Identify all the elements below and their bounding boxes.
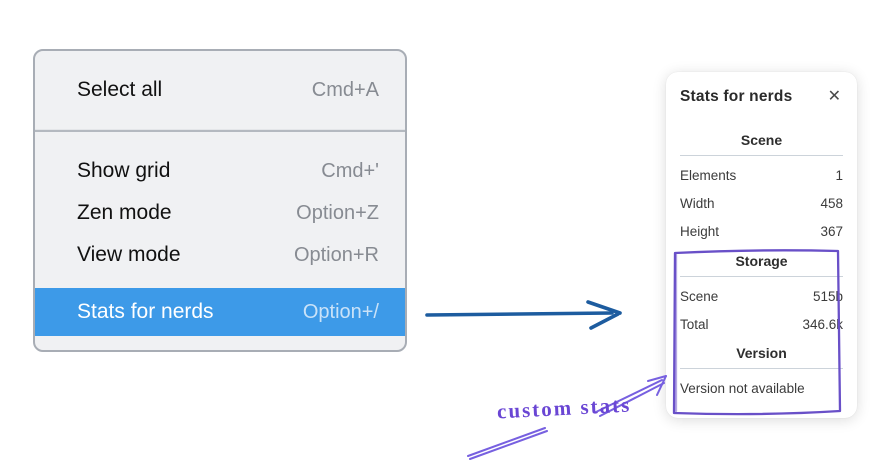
menu-item-shortcut: Cmd+' — [321, 159, 379, 182]
menu-item-shortcut: Option+R — [293, 243, 379, 266]
custom-stats-annotation: custom stats — [496, 392, 632, 424]
menu-item-select-all[interactable]: Select all Cmd+A — [35, 51, 405, 129]
stat-label: Elements — [680, 168, 737, 183]
stat-row-elements: Elements 1 — [680, 167, 843, 184]
stat-label: Width — [680, 196, 715, 211]
menu-item-shortcut: Option+Z — [296, 201, 379, 224]
menu-item-label: Show grid — [77, 159, 171, 182]
stat-row-height: Height 367 — [680, 223, 843, 240]
stat-label: Total — [680, 317, 709, 332]
section-header-scene: Scene — [740, 132, 783, 148]
context-menu: Select all Cmd+A Show grid Cmd+' Zen mod… — [33, 49, 407, 352]
menu-group: Show grid Cmd+' Zen mode Option+Z View m… — [35, 132, 405, 336]
menu-item-stats-for-nerds[interactable]: Stats for nerds Option+/ — [35, 288, 405, 336]
menu-item-zen-mode[interactable]: Zen mode Option+Z — [35, 192, 405, 234]
menu-item-label: Zen mode — [77, 201, 172, 224]
menu-item-view-mode[interactable]: View mode Option+R — [35, 234, 405, 276]
stat-row-total-storage: Total 346.6k — [680, 316, 843, 333]
menu-item-label: View mode — [77, 243, 181, 266]
stat-value: 458 — [820, 196, 843, 211]
section-divider — [680, 276, 843, 277]
stat-value: 367 — [820, 224, 843, 239]
stats-panel-title: Stats for nerds — [680, 88, 793, 105]
blue-arrow — [425, 300, 622, 330]
stat-row-scene-storage: Scene 515b — [680, 288, 843, 305]
menu-divider — [35, 129, 405, 132]
menu-item-show-grid[interactable]: Show grid Cmd+' — [35, 150, 405, 192]
stat-value: 515b — [812, 289, 843, 304]
stats-panel-header: Stats for nerds ✕ — [680, 88, 843, 106]
menu-item-shortcut: Cmd+A — [311, 78, 379, 101]
menu-item-shortcut: Option+/ — [302, 300, 379, 323]
menu-item-label: Select all — [77, 78, 163, 101]
stat-label: Height — [680, 224, 720, 239]
section-divider — [680, 155, 843, 156]
section-divider — [680, 368, 843, 369]
close-icon[interactable]: ✕ — [827, 88, 841, 105]
section-header-storage: Storage — [735, 253, 788, 269]
stat-row-width: Width 458 — [680, 195, 843, 212]
stat-label: Scene — [680, 289, 719, 304]
stat-value: 346.6k — [802, 317, 843, 332]
version-note: Version not available — [680, 381, 805, 396]
section-header-version: Version — [736, 345, 787, 361]
stats-panel: Stats for nerds ✕ Scene Elements 1 Width… — [666, 72, 857, 418]
stat-value: 1 — [835, 168, 843, 183]
menu-item-label: Stats for nerds — [77, 300, 214, 323]
